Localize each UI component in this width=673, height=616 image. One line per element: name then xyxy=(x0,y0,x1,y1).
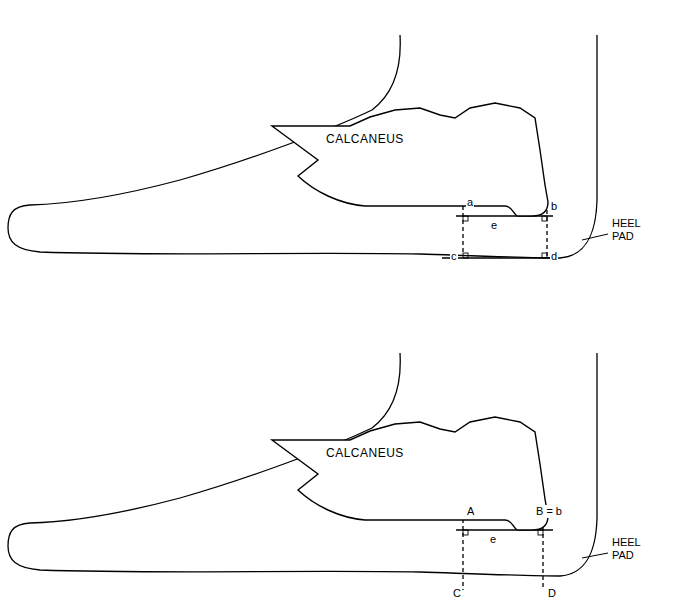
point-label: C xyxy=(452,587,462,600)
point-label: e xyxy=(489,533,497,546)
point-label: c xyxy=(450,250,458,263)
point-label: D xyxy=(547,587,557,600)
bone-outline xyxy=(262,410,558,538)
bone-name: CALCANEUS xyxy=(326,132,404,146)
calcaneus-bone: CALCANEUS xyxy=(262,410,558,538)
bone-name: CALCANEUS xyxy=(326,446,404,460)
point-label: a xyxy=(466,196,474,209)
region-label: HEEL PAD xyxy=(612,536,652,562)
point-label: d xyxy=(550,250,558,263)
calcaneus-bone: CALCANEUS xyxy=(262,96,558,224)
point-label: A xyxy=(466,505,475,518)
region-label: HEEL PAD xyxy=(612,217,652,243)
bone-outline xyxy=(262,96,558,224)
point-label: b xyxy=(550,200,558,213)
point-label: e xyxy=(490,219,498,232)
point-label: B = b xyxy=(535,505,563,518)
